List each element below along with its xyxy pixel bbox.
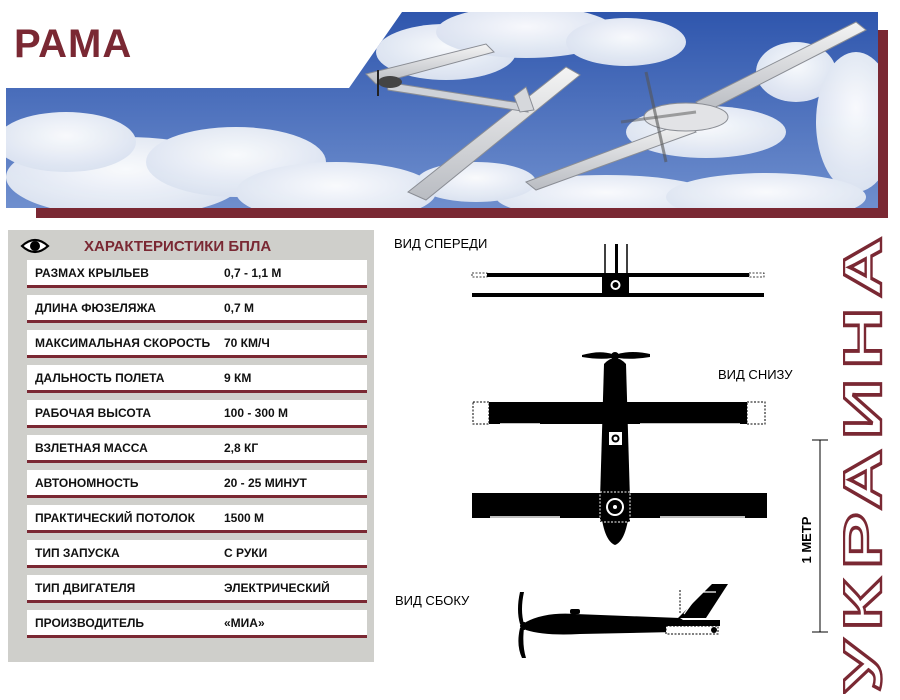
eye-icon [20, 238, 50, 254]
spec-label: ПРАКТИЧЕСКИЙ ПОТОЛОК [35, 510, 195, 525]
spec-label: ПРОИЗВОДИТЕЛЬ [35, 615, 145, 630]
spec-row-range: ДАЛЬНОСТЬ ПОЛЕТА 9 КМ [27, 365, 367, 393]
spec-value: 2,8 КГ [224, 440, 259, 455]
spec-row-engine-type: ТИП ДВИГАТЕЛЯ ЭЛЕКТРИЧЕСКИЙ [27, 575, 367, 603]
specs-panel: ХАРАКТЕРИСТИКИ БПЛА РАЗМАХ КРЫЛЬЕВ 0,7 -… [8, 230, 374, 662]
spec-label: ТИП ДВИГАТЕЛЯ [35, 580, 136, 595]
spec-row-endurance: АВТОНОМНОСТЬ 20 - 25 МИНУТ [27, 470, 367, 498]
spec-row-wingspan: РАЗМАХ КРЫЛЬЕВ 0,7 - 1,1 М [27, 260, 367, 288]
hero-banner [6, 12, 878, 208]
hero-banner-image [6, 12, 878, 208]
front-view-drawing [471, 244, 765, 297]
spec-value: 70 КМ/Ч [224, 335, 270, 350]
spec-label: МАКСИМАЛЬНАЯ СКОРОСТЬ [35, 335, 211, 350]
spec-label: ВЗЛЕТНАЯ МАССА [35, 440, 148, 455]
spec-value: С РУКИ [224, 545, 268, 560]
spec-row-max-speed: МАКСИМАЛЬНАЯ СКОРОСТЬ 70 КМ/Ч [27, 330, 367, 358]
spec-label: ТИП ЗАПУСКА [35, 545, 120, 560]
spec-value: ЭЛЕКТРИЧЕСКИЙ [224, 580, 330, 595]
spec-value: 9 КМ [224, 370, 252, 385]
drone-photo-right [525, 21, 867, 191]
spec-row-fuselage-length: ДЛИНА ФЮЗЕЛЯЖА 0,7 М [27, 295, 367, 323]
side-view-drawing [518, 584, 728, 658]
side-view-label: ВИД СБОКУ [395, 593, 470, 608]
spec-value: 20 - 25 МИНУТ [224, 475, 307, 490]
spec-label: АВТОНОМНОСТЬ [35, 475, 139, 490]
bottom-view-label: ВИД СНИЗУ [718, 367, 793, 382]
spec-row-operating-altitude: РАБОЧАЯ ВЫСОТА 100 - 300 М [27, 400, 367, 428]
spec-value: 1500 М [224, 510, 265, 525]
scale-label: 1 МЕТР [799, 516, 814, 563]
spec-value: «МИА» [224, 615, 265, 630]
spec-row-manufacturer: ПРОИЗВОДИТЕЛЬ «МИА» [27, 610, 367, 638]
country-vertical-text: УКРАИНА [843, 226, 889, 694]
spec-row-service-ceiling: ПРАКТИЧЕСКИЙ ПОТОЛОК 1500 М [27, 505, 367, 533]
specs-table: РАЗМАХ КРЫЛЬЕВ 0,7 - 1,1 М ДЛИНА ФЮЗЕЛЯЖ… [27, 260, 367, 645]
spec-row-takeoff-mass: ВЗЛЕТНАЯ МАССА 2,8 КГ [27, 435, 367, 463]
spec-value: 0,7 М [224, 300, 255, 315]
spec-value: 100 - 300 М [224, 405, 289, 420]
specs-header: ХАРАКТЕРИСТИКИ БПЛА [18, 233, 368, 259]
spec-row-launch-type: ТИП ЗАПУСКА С РУКИ [27, 540, 367, 568]
bottom-view-drawing [472, 352, 767, 545]
specs-title: ХАРАКТЕРИСТИКИ БПЛА [84, 237, 272, 255]
page-title: РАМА [14, 22, 133, 66]
spec-label: ДАЛЬНОСТЬ ПОЛЕТА [35, 370, 165, 385]
front-view-label: ВИД СПЕРЕДИ [394, 236, 488, 251]
drone-photo-left [365, 43, 581, 201]
spec-label: РАЗМАХ КРЫЛЬЕВ [35, 265, 149, 280]
country-name: УКРАИНА [843, 227, 889, 693]
spec-label: ДЛИНА ФЮЗЕЛЯЖА [35, 300, 156, 315]
scale-bar [812, 439, 828, 633]
spec-value: 0,7 - 1,1 М [224, 265, 282, 280]
spec-label: РАБОЧАЯ ВЫСОТА [35, 405, 151, 420]
